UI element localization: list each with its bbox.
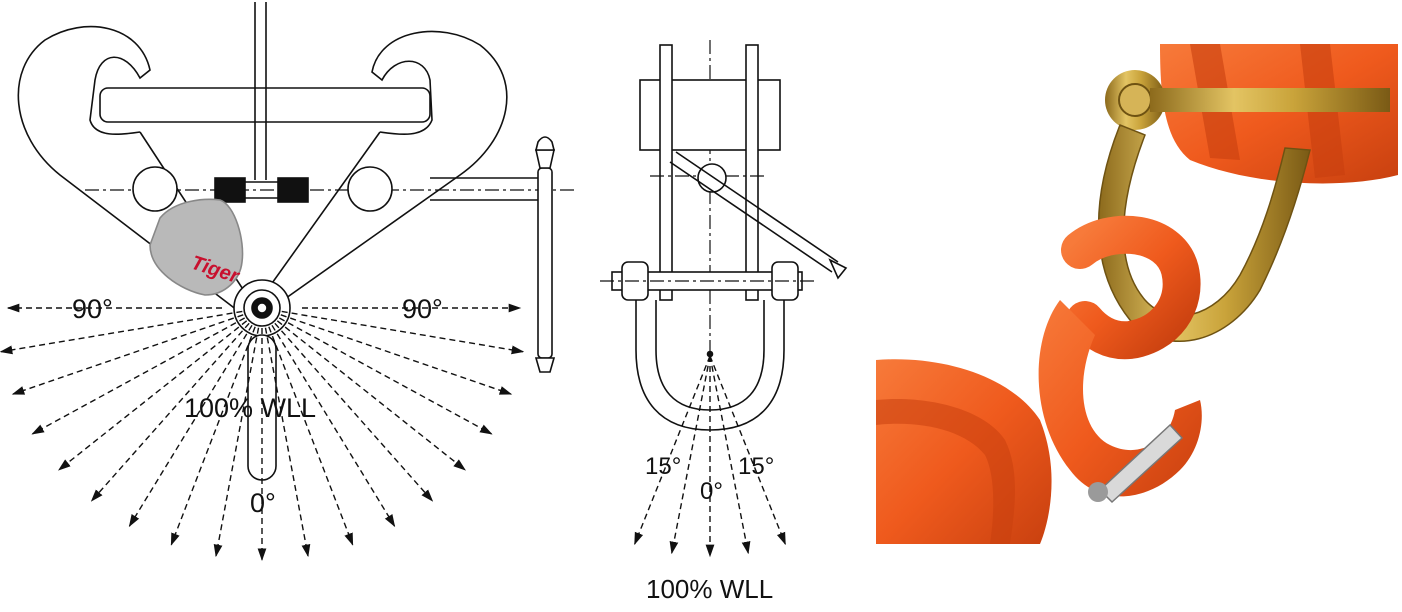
pivot-pin <box>697 163 727 193</box>
side-spindle <box>669 151 839 273</box>
spindle-bar <box>430 177 540 201</box>
middle-diagram-load-label: 100% WLL <box>646 574 773 604</box>
load-arrow <box>280 314 513 395</box>
middle-diagram-angle-right: 15° <box>738 453 774 480</box>
thread-left <box>214 177 246 203</box>
left-pin <box>132 166 178 212</box>
thread-right <box>277 177 309 203</box>
clamp-side-view-diagram <box>600 40 848 431</box>
load-arrow <box>634 355 711 546</box>
side-plate-right <box>745 44 759 301</box>
logo-plate <box>149 198 244 296</box>
middle-load-arrows <box>634 355 786 558</box>
right-pin <box>347 166 393 212</box>
load-arrow <box>271 324 396 528</box>
beam-clamp-diagram <box>17 2 575 481</box>
load-arrow <box>281 310 525 355</box>
left-load-arrows <box>0 303 525 562</box>
middle-diagram-angle-left: 15° <box>645 453 681 480</box>
load-arrow <box>11 314 244 395</box>
load-arrow <box>669 355 711 555</box>
tommy-bar <box>537 167 553 359</box>
load-arrow <box>278 317 493 435</box>
load-arrow <box>0 310 243 355</box>
shackle-and-hook-photo <box>876 44 1398 544</box>
load-arrow <box>31 317 246 435</box>
beam-flange <box>99 87 431 123</box>
load-arrow <box>709 355 786 546</box>
load-arrow <box>128 324 253 528</box>
left-diagram-zero-label: 0° <box>250 488 276 518</box>
load-arrow <box>264 327 311 558</box>
beam-web <box>254 2 267 180</box>
load-arrow <box>709 355 751 555</box>
load-arrow <box>268 326 354 546</box>
left-diagram-load-label: 100% WLL <box>184 393 316 423</box>
left-diagram-angle-left: 90° <box>72 294 113 324</box>
load-arrow <box>213 327 260 558</box>
middle-diagram-zero-label: 0° <box>700 478 723 505</box>
load-arrow <box>170 326 256 546</box>
left-diagram-angle-right: 90° <box>402 294 443 324</box>
side-plate-left <box>659 44 673 301</box>
